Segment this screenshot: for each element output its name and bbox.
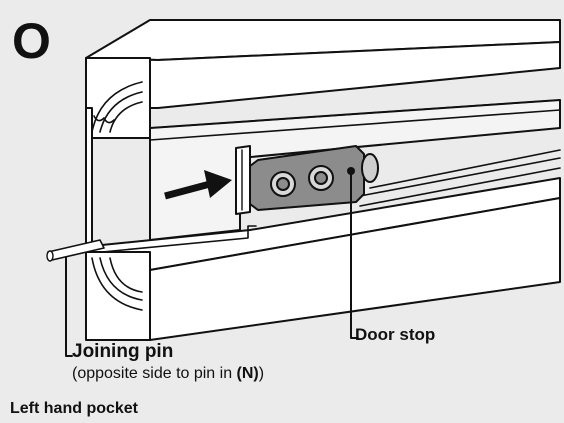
joining-pin-label: Joining pin (72, 341, 174, 362)
door-stop-label: Door stop (355, 325, 436, 344)
step-letter: O (12, 13, 51, 69)
bottom-rail-grain (91, 257, 143, 311)
joining-pin-note-prefix: (opposite side to pin in (72, 365, 237, 382)
post-clip (93, 115, 115, 124)
door-stop-roller (361, 153, 379, 183)
joining-pin-note: (opposite side to pin in (N)) (72, 365, 264, 383)
bottom-rail-inner-lip (101, 225, 257, 253)
joining-pin-note-ref: (N) (236, 365, 259, 382)
channel-bracket (235, 145, 251, 215)
push-arrow-icon (164, 170, 232, 200)
top-rail-grain (91, 81, 143, 133)
bottom-rail-end (85, 251, 151, 341)
joining-pin-note-suffix: ) (258, 365, 265, 382)
caption: Left hand pocket (10, 400, 139, 417)
lower-track (359, 149, 561, 207)
top-rail-end (85, 57, 151, 139)
door-stop-leader (350, 170, 359, 339)
upper-track (149, 99, 561, 141)
joining-pin-leader (65, 256, 73, 357)
